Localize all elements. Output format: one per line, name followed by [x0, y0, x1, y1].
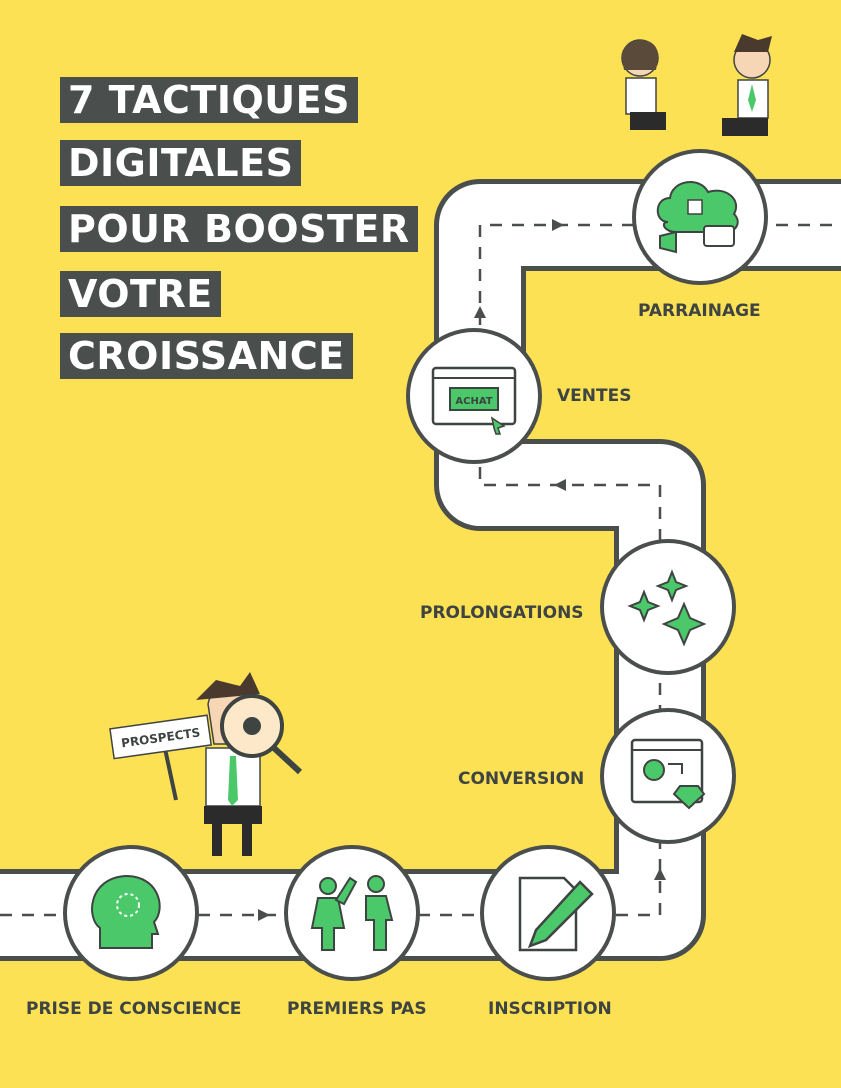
- title-line-3: POUR BOOSTER: [60, 206, 418, 252]
- step-label-inscription: INSCRIPTION: [488, 999, 612, 1019]
- step-prolongations: [600, 539, 736, 675]
- celebrating-couple-illustration: [621, 34, 772, 136]
- step-ventes: ACHAT: [406, 328, 542, 464]
- step-label-premiers-pas: PREMIERS PAS: [287, 999, 427, 1019]
- purchase-window-icon: ACHAT: [431, 366, 517, 435]
- sparkles-icon: [627, 569, 707, 647]
- step-label-ventes: VENTES: [557, 386, 632, 406]
- step-inscription: [480, 845, 616, 981]
- step-label-parrainage: PARRAINAGE: [638, 301, 761, 321]
- title-line-5: CROISSANCE: [60, 333, 353, 379]
- step-prise-de-conscience: [63, 845, 199, 981]
- pencil-paper-icon: [518, 876, 594, 952]
- searching-man-illustration: PROSPECTS: [109, 672, 303, 856]
- head-icon: [91, 874, 161, 949]
- step-parrainage: [632, 149, 768, 285]
- title-line-2: DIGITALES: [60, 140, 302, 186]
- step-label-conversion: CONVERSION: [458, 769, 585, 789]
- purchase-button-text: ACHAT: [455, 396, 492, 407]
- title-line-1: 7 TACTIQUES: [60, 77, 358, 123]
- step-premiers-pas: [284, 845, 420, 981]
- title-line-4: VOTRE: [60, 271, 221, 317]
- payment-icon: [630, 738, 706, 810]
- step-conversion: [600, 708, 736, 844]
- social-cloud-icon: [656, 180, 739, 254]
- direction-arrows: [258, 219, 666, 921]
- step-label-prolongations: PROLONGATIONS: [420, 603, 584, 623]
- step-label-prise-de-conscience: PRISE DE CONSCIENCE: [26, 999, 242, 1019]
- high-five-icon: [310, 875, 394, 951]
